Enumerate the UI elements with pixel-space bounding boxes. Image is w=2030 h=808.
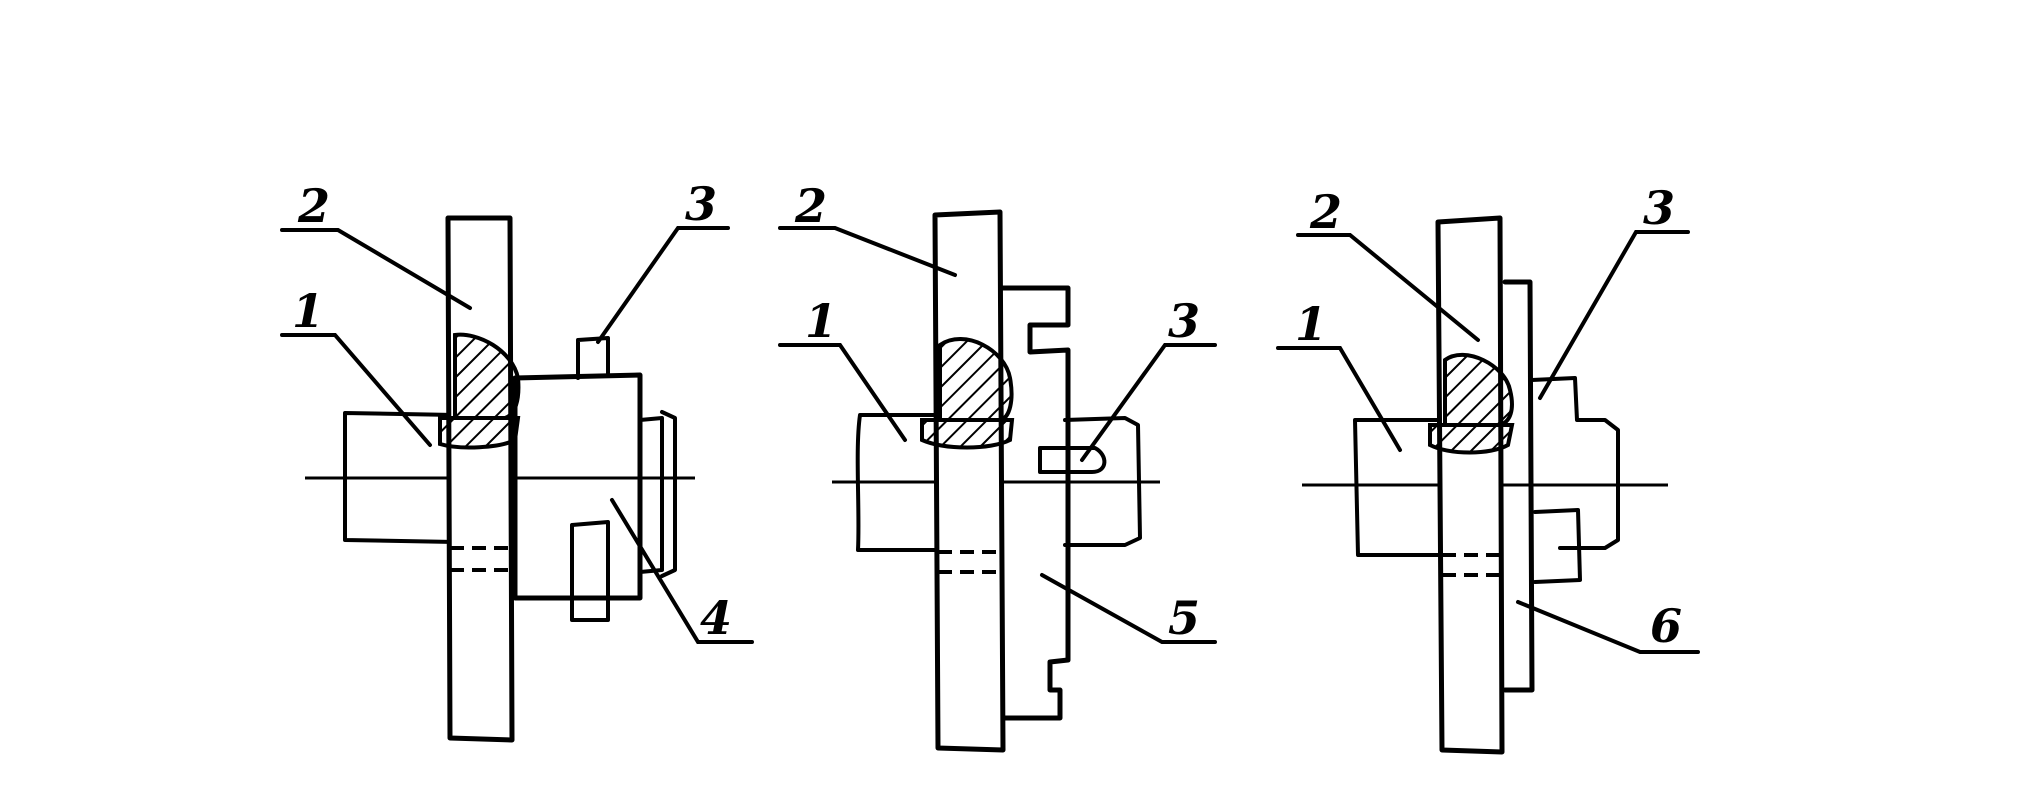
lower-block xyxy=(570,520,610,622)
collar-outer xyxy=(660,410,677,578)
part-label-2: 2 xyxy=(297,179,330,233)
weld-root xyxy=(438,416,521,450)
part-label-6: 6 xyxy=(1650,599,1682,653)
leader-2 xyxy=(778,226,957,277)
leader-1 xyxy=(778,343,907,442)
flange xyxy=(997,285,1071,721)
part-label-3: 3 xyxy=(1168,294,1200,348)
leader-3 xyxy=(1538,230,1690,400)
plate xyxy=(445,215,515,743)
figure-2: 2 1 3 5 xyxy=(778,179,1217,753)
leader-6 xyxy=(1516,600,1700,654)
leader-2 xyxy=(1296,233,1480,342)
weld-root xyxy=(1428,423,1515,455)
collar xyxy=(638,416,664,574)
part-label-1: 1 xyxy=(292,284,324,338)
leader-3 xyxy=(1080,343,1217,462)
leader-1 xyxy=(1276,346,1402,452)
leader-3 xyxy=(596,226,730,344)
part-label-3: 3 xyxy=(685,177,717,231)
hub xyxy=(512,372,643,601)
figure-3: 2 1 3 6 xyxy=(1276,181,1700,755)
leader-5 xyxy=(1040,573,1217,644)
washer xyxy=(1502,279,1535,693)
part-label-5: 5 xyxy=(1168,591,1200,645)
nut-upper xyxy=(1530,376,1620,550)
part-label-3: 3 xyxy=(1643,181,1675,235)
shaft xyxy=(1353,418,1442,557)
nut-lower xyxy=(1533,508,1582,584)
part-label-4: 4 xyxy=(700,591,732,645)
part-label-2: 2 xyxy=(794,179,827,233)
leader-1 xyxy=(280,333,432,447)
plate xyxy=(932,209,1006,753)
key xyxy=(576,336,610,380)
plate xyxy=(1435,215,1505,755)
part-label-2: 2 xyxy=(1309,185,1342,239)
leader-4 xyxy=(610,498,754,644)
weld-root xyxy=(920,418,1015,450)
leader-2 xyxy=(280,228,472,310)
part-label-1: 1 xyxy=(805,294,837,348)
part-label-1: 1 xyxy=(1295,297,1327,351)
key xyxy=(1038,446,1107,474)
figure-1: 2 1 3 4 xyxy=(280,177,754,743)
